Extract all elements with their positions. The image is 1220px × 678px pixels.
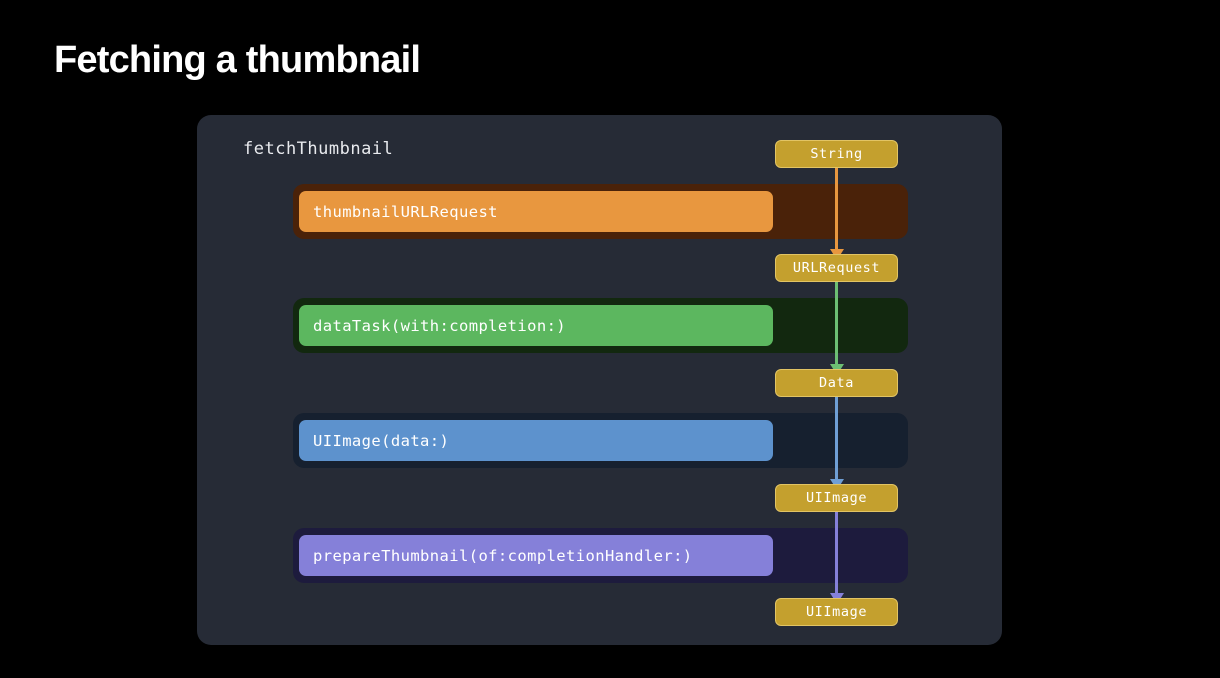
diagram-panel: fetchThumbnail thumbnailURLRequest dataT… [197,115,1002,645]
arrow-shaft [835,282,838,365]
flow-arrow-string-to-urlrequest [829,168,844,260]
step-bar-thumbnail-url-request[interactable]: thumbnailURLRequest [299,191,773,232]
flow-arrow-data-to-uiimage [829,397,844,490]
page-title: Fetching a thumbnail [54,39,421,81]
step-row: prepareThumbnail(of:completionHandler:) [293,528,908,583]
flow-arrow-urlrequest-to-data [829,282,844,375]
arrow-shaft [835,512,838,594]
arrow-shaft [835,168,838,250]
type-badge-data[interactable]: Data [775,369,898,397]
step-row: thumbnailURLRequest [293,184,908,239]
type-badge-uiimage-1[interactable]: UIImage [775,484,898,512]
type-badge-urlrequest[interactable]: URLRequest [775,254,898,282]
step-row: UIImage(data:) [293,413,908,468]
type-badge-string[interactable]: String [775,140,898,168]
flow-arrow-uiimage-to-uiimage [829,512,844,604]
type-badge-uiimage-2[interactable]: UIImage [775,598,898,626]
function-name-label: fetchThumbnail [243,139,394,159]
step-bar-prepare-thumbnail[interactable]: prepareThumbnail(of:completionHandler:) [299,535,773,576]
step-bar-data-task[interactable]: dataTask(with:completion:) [299,305,773,346]
arrow-shaft [835,397,838,480]
step-row: dataTask(with:completion:) [293,298,908,353]
step-bar-uiimage-data[interactable]: UIImage(data:) [299,420,773,461]
